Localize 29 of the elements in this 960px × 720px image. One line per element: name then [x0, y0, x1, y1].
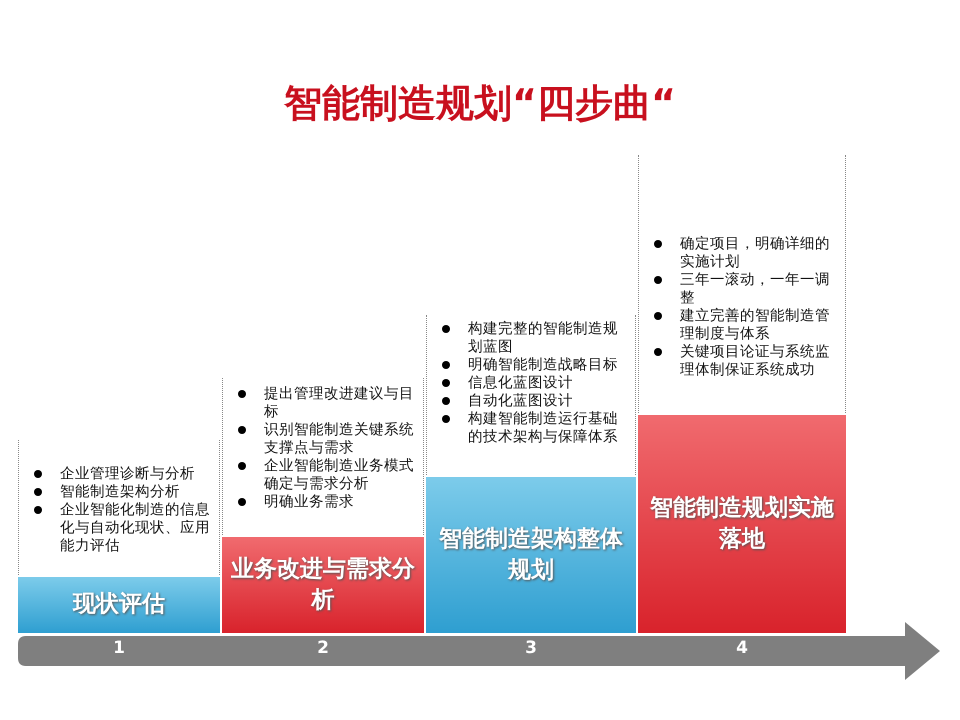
bullet-item: 关键项目论证与系统监理体制保证系统成功 — [644, 343, 836, 379]
bullet-item: 企业管理诊断与分析 — [24, 465, 210, 483]
step-title: 智能制造架构整体规划 — [438, 524, 624, 585]
title: 智能制造规划“四步曲“ — [282, 80, 677, 127]
step-number: 2 — [316, 638, 330, 658]
step-box — [18, 575, 220, 633]
bullet-item: 企业智能制造业务模式确定与需求分析 — [228, 457, 414, 493]
bullet-item: 识别智能制造关键系统支撑点与需求 — [228, 421, 414, 457]
step-title: 业务改进与需求分析 — [230, 554, 416, 615]
bullet-item: 智能制造架构分析 — [24, 483, 210, 501]
step-box — [426, 475, 636, 633]
step-number: 3 — [524, 638, 538, 658]
bullet-item: 自动化蓝图设计 — [432, 392, 626, 410]
step-number: 1 — [112, 638, 126, 658]
bullet-item: 提出管理改进建议与目标 — [228, 385, 414, 421]
bullet-item: 明确智能制造战略目标 — [432, 356, 626, 374]
bullet-item: 信息化蓝图设计 — [432, 374, 626, 392]
bullet-item: 构建完整的智能制造规划蓝图 — [432, 320, 626, 356]
bullet-item: 明确业务需求 — [228, 493, 414, 511]
step-box — [222, 535, 424, 633]
bullet-item: 构建智能制造运行基础的技术架构与保障体系 — [432, 410, 626, 446]
step-number: 4 — [735, 638, 749, 658]
step-box — [638, 413, 846, 633]
bullet-item: 确定项目，明确详细的实施计划 — [644, 235, 836, 271]
step-title: 现状评估 — [71, 590, 166, 620]
step-title: 智能制造规划实施落地 — [648, 494, 835, 554]
bullet-item: 三年一滚动，一年一调整 — [644, 271, 836, 307]
bullet-item: 企业智能化制造的信息化与自动化现状、应用能力评估 — [24, 501, 210, 555]
bullet-item: 建立完善的智能制造管理制度与体系 — [644, 307, 836, 343]
